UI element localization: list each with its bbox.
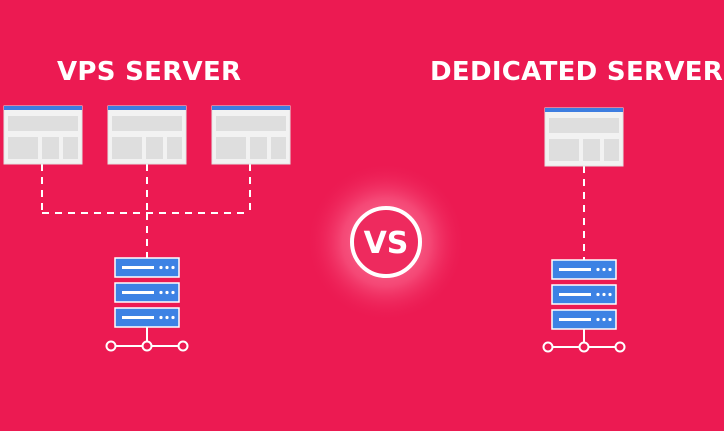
- vps-connector-lines: [41, 164, 251, 258]
- vps-server-unit-1: [114, 257, 180, 278]
- vs-label: VS: [364, 226, 409, 261]
- dedicated-browser-window: [544, 107, 624, 167]
- vps-server-title: VPS SERVER: [57, 57, 242, 87]
- vs-circle: [350, 206, 422, 278]
- dedicated-server-unit-3: [551, 309, 617, 330]
- vps-server-unit-2: [114, 282, 180, 303]
- dedicated-server-title: DEDICATED SERVER: [430, 57, 724, 87]
- vps-browser-window-3: [211, 105, 291, 165]
- dedicated-server-unit-2: [551, 284, 617, 305]
- dedicated-network-node-icon: [542, 329, 626, 353]
- vps-server-rack-icon: [114, 257, 180, 328]
- vps-network-node-icon: [105, 327, 189, 352]
- vps-browser-window-1: [3, 105, 83, 165]
- vps-browser-window-2: [107, 105, 187, 165]
- dedicated-server-rack-icon: [551, 259, 617, 330]
- vs-badge: VS: [306, 162, 466, 322]
- dedicated-server-unit-1: [551, 259, 617, 280]
- vps-server-unit-3: [114, 307, 180, 328]
